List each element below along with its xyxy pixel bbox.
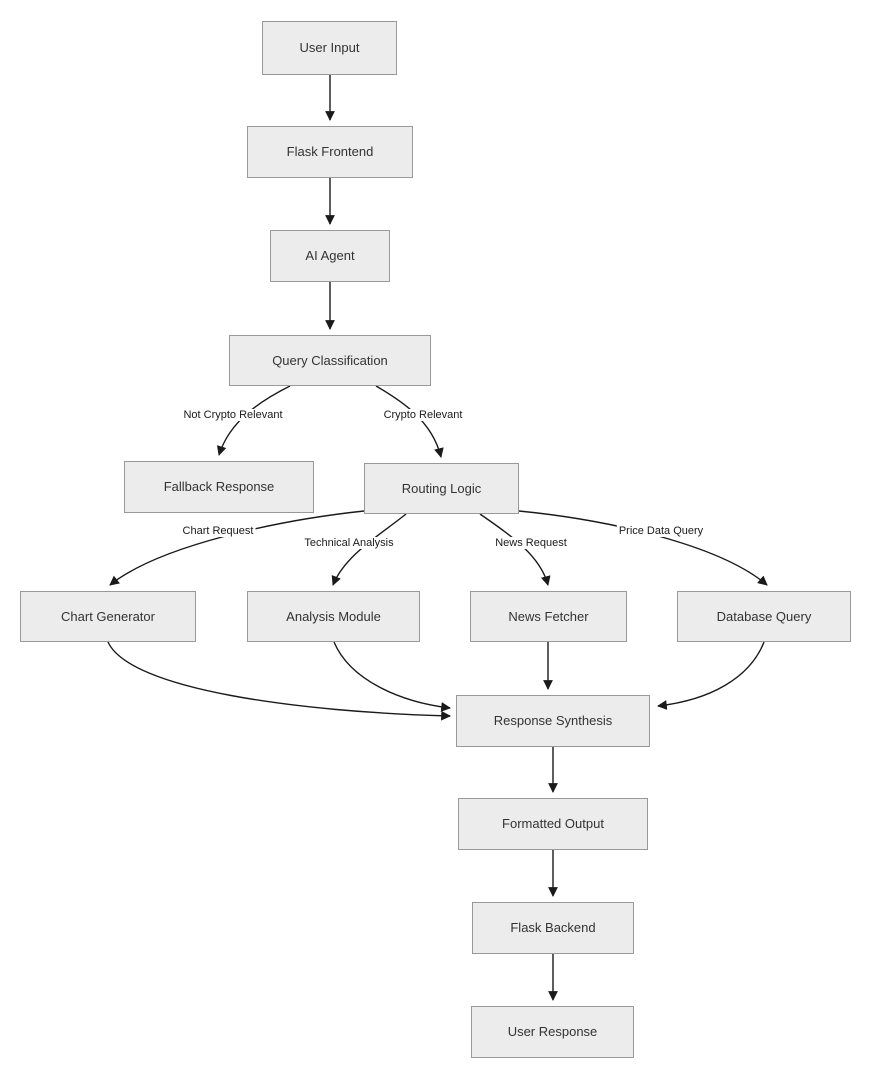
edge-database-query-to-response-synthesis [657,641,765,710]
node-analysis-module[interactable]: Analysis Module [247,591,420,642]
node-label: Flask Backend [510,920,596,936]
node-query-classification[interactable]: Query Classification [229,335,431,386]
edge-routing-logic-to-analysis-module [331,513,407,586]
node-label: News Fetcher [508,608,589,624]
node-formatted-output[interactable]: Formatted Output [458,798,648,850]
edge-routing-logic-to-news-fetcher [479,513,551,586]
node-label: AI Agent [305,248,355,264]
node-chart-generator[interactable]: Chart Generator [20,591,196,642]
edge-label-technical-analysis: Technical Analysis [302,537,396,549]
edge-label-crypto-relevant: Crypto Relevant [381,409,465,421]
node-fallback-response[interactable]: Fallback Response [124,461,314,513]
node-label: Fallback Response [163,479,275,495]
edge-label-price-data-query: Price Data Query [616,525,706,537]
node-label: Flask Frontend [286,144,374,160]
edge-label-news-request: News Request [493,537,569,549]
node-routing-logic[interactable]: Routing Logic [364,463,519,514]
node-flask-backend[interactable]: Flask Backend [472,902,634,954]
node-label: Routing Logic [401,480,482,496]
node-news-fetcher[interactable]: News Fetcher [470,591,627,642]
edge-label-chart-request: Chart Request [180,525,256,537]
node-flask-frontend[interactable]: Flask Frontend [247,126,413,178]
node-label: User Input [299,40,360,56]
node-label: User Response [507,1024,598,1040]
node-user-input[interactable]: User Input [262,21,397,75]
node-database-query[interactable]: Database Query [677,591,851,642]
node-label: Formatted Output [502,816,604,832]
node-label: Chart Generator [61,608,155,624]
node-label: Response Synthesis [493,713,613,729]
edge-analysis-module-to-response-synthesis [333,641,451,712]
node-label: Database Query [716,608,812,624]
node-ai-agent[interactable]: AI Agent [270,230,390,282]
edge-chart-generator-to-response-synthesis [107,641,451,721]
node-label: Analysis Module [286,608,381,624]
edge-query-classification-to-routing-logic [375,385,444,458]
node-user-response[interactable]: User Response [471,1006,634,1058]
node-label: Query Classification [272,352,388,368]
edge-label-not-crypto-relevant: Not Crypto Relevant [181,409,285,421]
node-response-synthesis[interactable]: Response Synthesis [456,695,650,747]
